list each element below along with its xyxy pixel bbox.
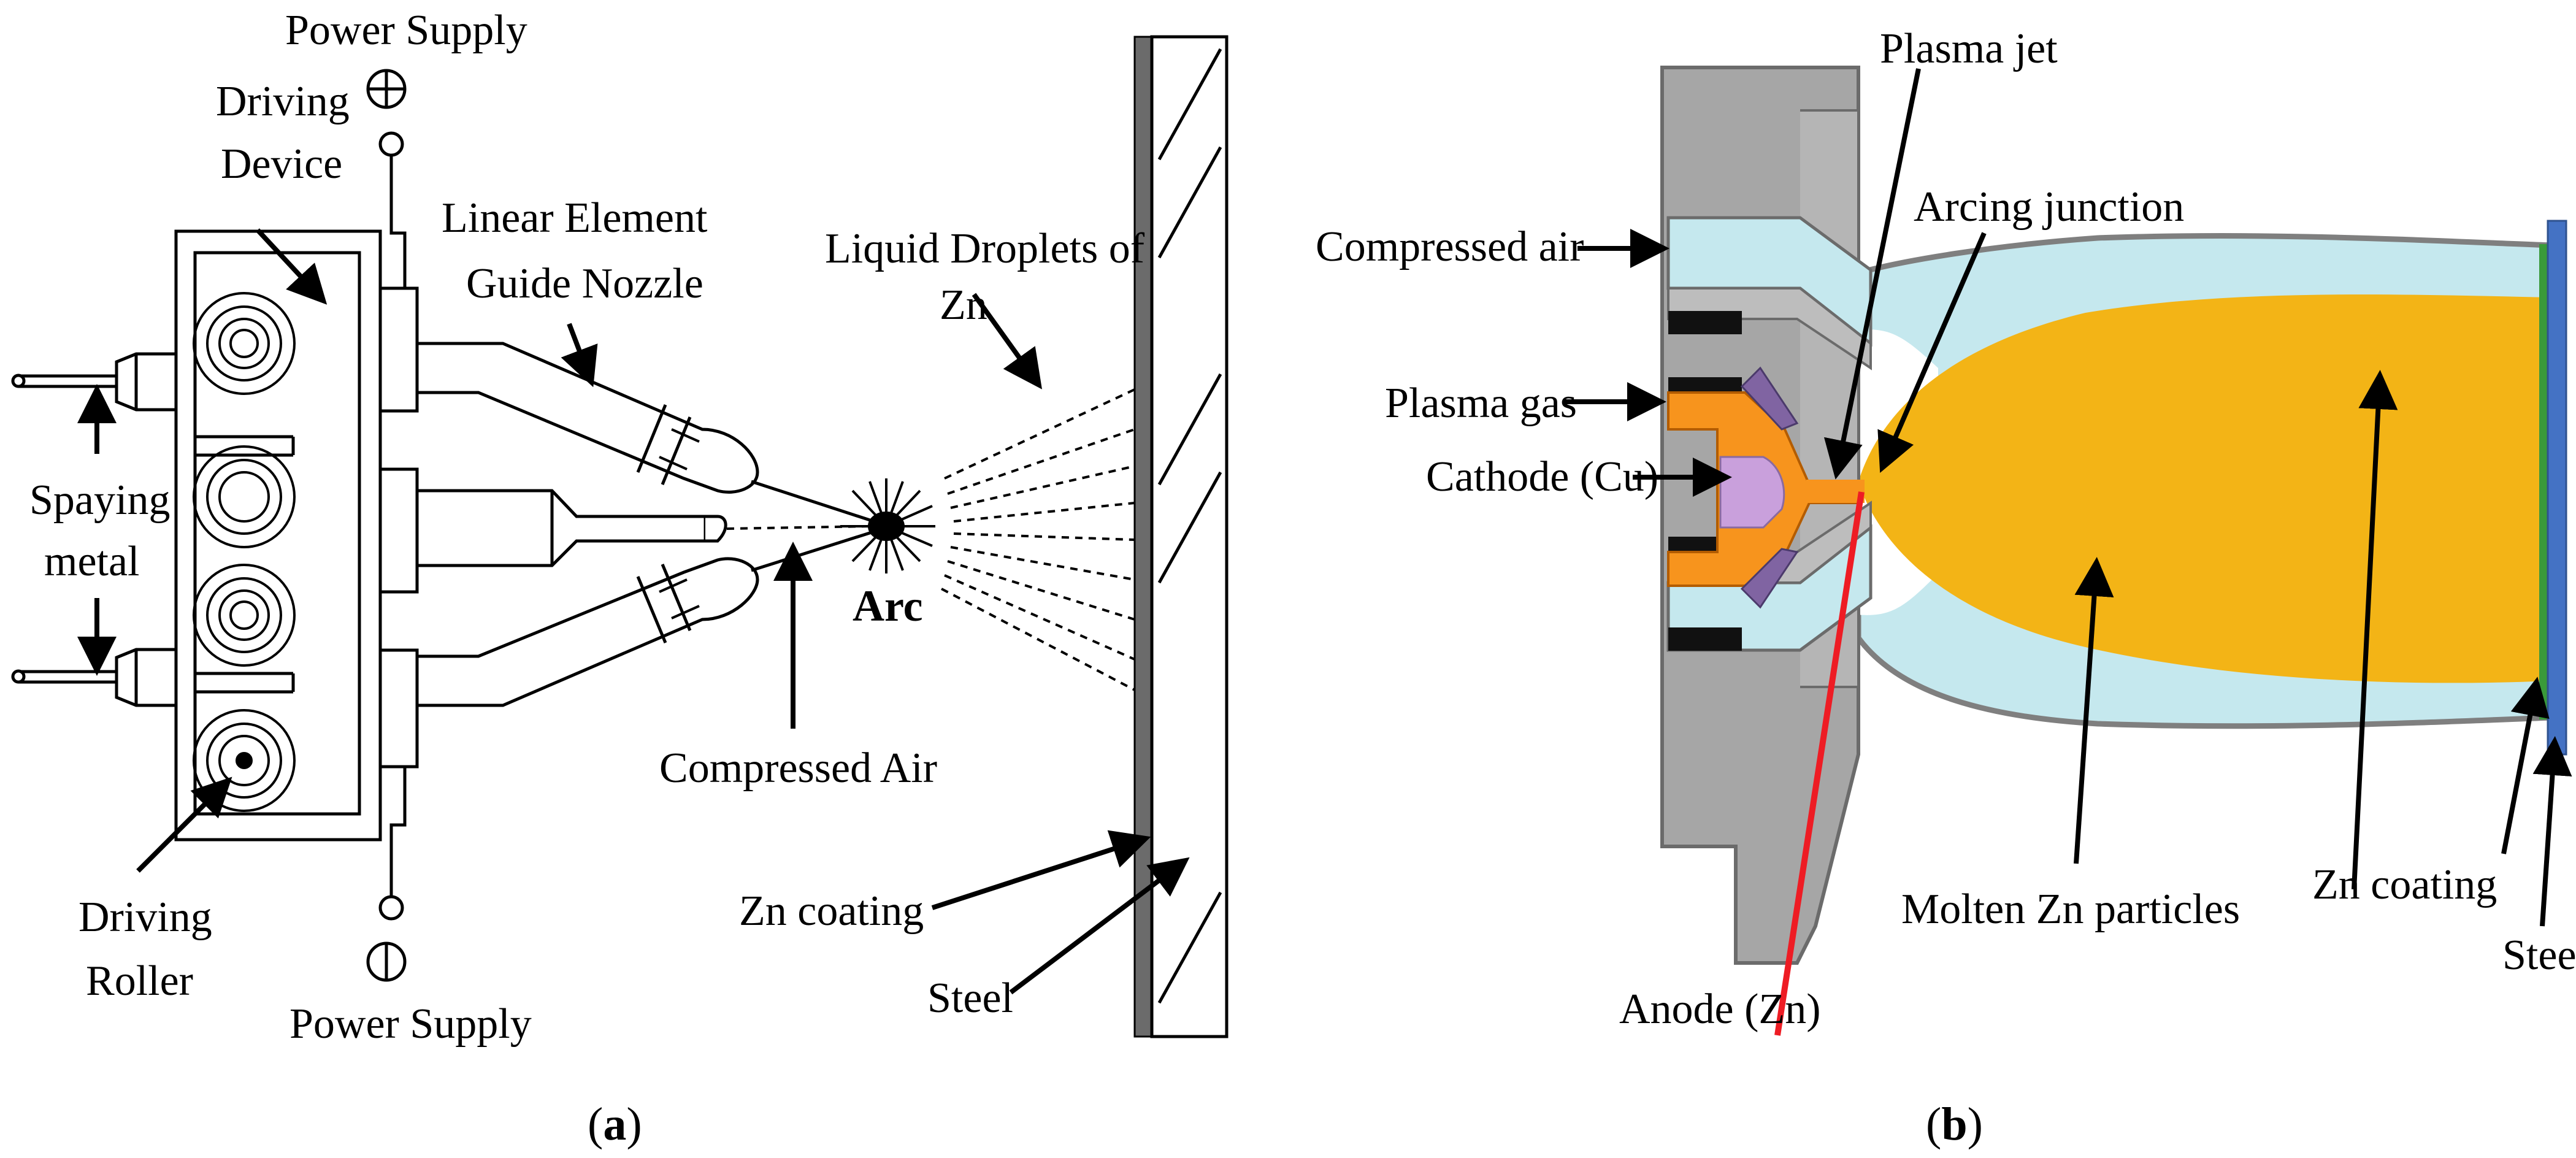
label-power-supply-bottom: Power Supply bbox=[289, 1000, 532, 1048]
power-supply-top-icon bbox=[366, 69, 407, 334]
caption-a-open: ( bbox=[588, 1099, 603, 1150]
roller-1 bbox=[193, 292, 296, 395]
label-zn-coating-b: Zn coating bbox=[2312, 861, 2497, 908]
label-driving-device-line1: Driving bbox=[216, 78, 350, 125]
label-molten-zn: Molten Zn particles bbox=[1901, 886, 2240, 933]
insulator-blocks bbox=[1668, 311, 1742, 651]
label-zn-coating-a: Zn coating bbox=[739, 888, 924, 935]
label-cathode: Cathode (Cu) bbox=[1426, 453, 1658, 500]
caption-b-close: ) bbox=[1968, 1099, 1983, 1150]
cathode-body bbox=[1719, 456, 1785, 529]
label-spraying-metal-line2: metal bbox=[44, 538, 139, 585]
caption-a-close: ) bbox=[626, 1099, 642, 1150]
nozzle-middle bbox=[415, 489, 727, 567]
anode-line bbox=[1774, 491, 1865, 1036]
wire-bottom-to-arc bbox=[751, 527, 884, 572]
nozzle-bottom bbox=[415, 557, 759, 707]
panel-b: Plasma jet Arcing junction Compressed ai… bbox=[1316, 25, 2576, 1150]
label-arcing-junction: Arcing junction bbox=[1914, 183, 2184, 231]
plasma-jet-bar bbox=[1806, 480, 1865, 503]
zn-coating-layer bbox=[1133, 36, 1153, 1038]
insulator-purple-top bbox=[1740, 366, 1799, 431]
label-spraying-metal-line1: Spaying bbox=[29, 477, 170, 524]
label-driving-roller-line1: Driving bbox=[79, 894, 212, 941]
label-compressed-air: Compressed Air bbox=[659, 745, 937, 792]
connector-blocks bbox=[378, 286, 419, 769]
caption-b: (b) bbox=[1926, 1099, 1983, 1150]
spray-droplet-lines bbox=[941, 388, 1135, 691]
caption-a-letter: a bbox=[603, 1099, 626, 1150]
label-steel-a: Steel bbox=[927, 975, 1013, 1022]
arc-burst-icon bbox=[840, 478, 935, 573]
roller-3 bbox=[193, 564, 296, 667]
driving-roller bbox=[193, 709, 296, 812]
nozzle-top bbox=[415, 342, 759, 494]
label-arc: Arc bbox=[853, 581, 923, 631]
label-liquid-droplets-line2: Zn bbox=[940, 282, 987, 329]
label-driving-roller-line2: Roller bbox=[86, 957, 193, 1005]
label-driving-device-line2: Device bbox=[221, 140, 342, 188]
label-compressed-air-b: Compressed air bbox=[1316, 223, 1584, 270]
caption-b-open: ( bbox=[1926, 1099, 1941, 1150]
insulator-purple-bottom bbox=[1740, 548, 1799, 609]
label-linear-element-line1: Linear Element bbox=[442, 194, 708, 242]
panel-a: Power Supply Driving Device Linear Eleme… bbox=[11, 7, 1229, 1150]
label-power-supply-top: Power Supply bbox=[285, 7, 527, 54]
wire-top-to-arc bbox=[751, 480, 884, 526]
annotation-arrows-b bbox=[1563, 68, 2572, 927]
spraying-metal-wire-top bbox=[11, 352, 178, 412]
label-linear-element-line2: Guide Nozzle bbox=[466, 260, 703, 307]
compressed-air-stream bbox=[726, 525, 872, 530]
zn-coating-b bbox=[2539, 244, 2548, 719]
label-liquid-droplets-line1: Liquid Droplets of bbox=[825, 225, 1145, 272]
steel-plate bbox=[1150, 35, 1229, 1038]
caption-a: (a) bbox=[588, 1099, 642, 1150]
label-anode: Anode (Zn) bbox=[1619, 986, 1821, 1033]
annotation-arrows-a bbox=[77, 228, 1190, 995]
roller-2 bbox=[193, 445, 296, 548]
caption-b-letter: b bbox=[1941, 1099, 1967, 1150]
label-plasma-jet: Plasma jet bbox=[1880, 25, 2058, 72]
steel-b bbox=[2547, 220, 2567, 756]
label-plasma-gas: Plasma gas bbox=[1385, 380, 1577, 427]
label-steel-b: Steel bbox=[2502, 932, 2576, 979]
